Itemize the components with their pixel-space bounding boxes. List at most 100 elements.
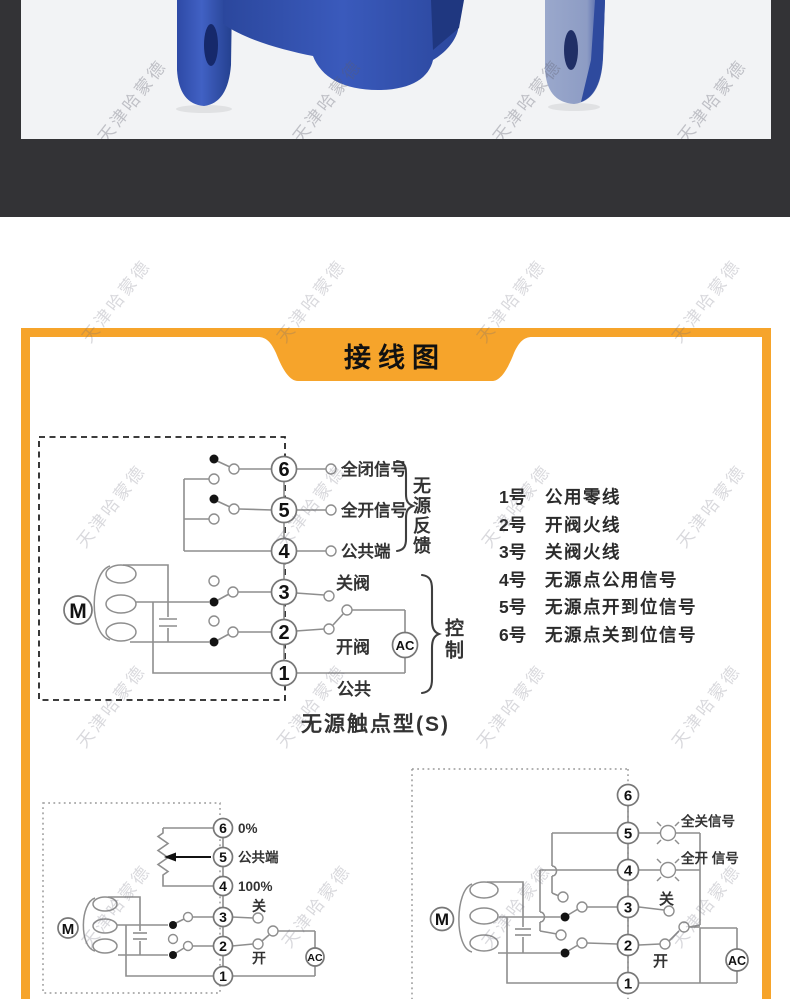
control-group-label: 控制 [442,618,463,662]
terminal-circle [270,496,298,524]
terminal-circle [212,846,234,868]
terminal-circle [270,578,298,606]
terminal-number: 3 [624,900,632,917]
diagram2-wires [108,827,316,977]
label-t3: 关阀 [336,573,370,593]
valve-shapes [176,0,605,113]
diagram2-ac-source: AC [305,947,325,967]
terminal-number: 4 [624,863,633,880]
legend-terminal-no: 5号 [499,597,527,617]
legend-terminal-no: 3号 [499,542,527,562]
diagram3-dotted-border [411,768,629,999]
diagram2-arrow [164,852,211,862]
diagram1-dashed-border [38,436,286,701]
terminal-number: 1 [624,976,632,993]
terminal-number: 6 [624,788,632,805]
legend-terminal-desc: 无源点公用信号 [545,569,678,590]
terminal-number: 2 [219,938,227,954]
terminal-circle [212,817,234,839]
legend-item: 3号关阀火线 [499,539,697,567]
label-t4: 公共端 [341,541,391,561]
label-t4: 100% [238,879,273,894]
label-t3: 关 [659,890,674,908]
terminal-circle [270,537,298,565]
label-t4: 全开 信号 [680,850,739,866]
terminal-circle [616,971,640,995]
label-t6: 0% [238,821,258,836]
terminal-circle [270,659,298,687]
motor-label: M [435,910,449,929]
terminal-number: 5 [624,826,632,843]
terminal-number: 4 [219,878,227,894]
feedback-brace [395,459,416,553]
diagram2-labels: 0% 公共端 100% 关 开 [238,821,279,966]
diagram1-labels: 全闭信号 全开信号 公共端 关阀 开阀 公共 [336,459,407,699]
diagram3-lamps [656,821,680,882]
terminal-number: 3 [219,909,227,925]
diagram1-contacts [208,454,353,647]
valve-image [176,0,605,113]
terminal-number: 3 [278,582,289,604]
ac-label: AC [728,954,746,968]
feedback-group-label: 无源反馈 [411,476,431,556]
control-brace [420,573,442,695]
terminal-number: 5 [219,849,227,865]
label-t2: 开 [252,950,266,966]
diagram2-motor: M [57,896,118,954]
legend-terminal-no: 1号 [499,487,527,507]
legend-terminal-desc: 开阀火线 [545,514,621,535]
terminal-circle [270,455,298,483]
diagram-passive-contact: M [38,436,442,701]
motor-label: M [62,921,75,938]
legend-terminal-desc: 无源点开到位信号 [545,597,697,617]
label-t5: 全开信号 [340,500,407,520]
terminal-number: 2 [278,622,289,644]
diagram3-contacts [555,891,690,958]
diagram3-labels: 全关信号 全开 信号 关 开 [653,813,739,970]
terminal-circle [616,783,640,807]
legend-terminal-desc: 公用零线 [545,487,621,507]
diagram2-contacts [167,911,279,959]
label-t5: 全关信号 [680,813,735,829]
wiring-section-border [21,328,771,999]
diagram1-motor: M [63,564,137,642]
terminal-circle [212,906,234,928]
terminal-number: 5 [278,500,289,522]
legend-terminal-no: 2号 [499,514,527,535]
legend-item: 1号公用零线 [499,484,697,512]
terminal-number: 4 [278,541,290,563]
terminal-circle [212,965,234,987]
legend-item: 5号无源点开到位信号 [499,594,697,622]
legend-item: 6号无源点关到位信号 [499,622,697,650]
diagram1-terminals: 6 5 4 3 2 1 [270,455,298,687]
label-t5: 公共端 [238,849,279,865]
terminal-circle [616,858,640,882]
label-t3: 关 [252,898,266,914]
terminal-circle [616,895,640,919]
diagram3-motor: M [429,881,499,953]
ac-label: AC [307,952,323,964]
legend-terminal-no: 4号 [499,569,527,590]
legend-item: 4号无源点公用信号 [499,567,697,595]
terminal-number: 6 [278,459,289,481]
legend-item: 2号开阀火线 [499,512,697,540]
terminal-circle [212,875,234,897]
diagram1-caption: 无源触点型(S) [301,713,450,736]
legend-terminal-desc: 关阀火线 [545,542,621,562]
label-t2: 开 [653,953,668,970]
terminal-number: 1 [278,663,289,685]
label-t6: 全闭信号 [340,459,407,479]
legend-terminal-desc: 无源点关到位信号 [545,624,697,645]
banner-title: 接线图 [344,343,446,373]
terminal-circle [616,821,640,845]
diagram3-ac-source: AC [725,948,749,972]
terminal-number: 6 [219,820,227,836]
legend-terminal-no: 6号 [499,624,527,645]
top-dark-band: 天津哈蒙德天津哈蒙德天津哈蒙德天津哈蒙德 [0,0,790,217]
